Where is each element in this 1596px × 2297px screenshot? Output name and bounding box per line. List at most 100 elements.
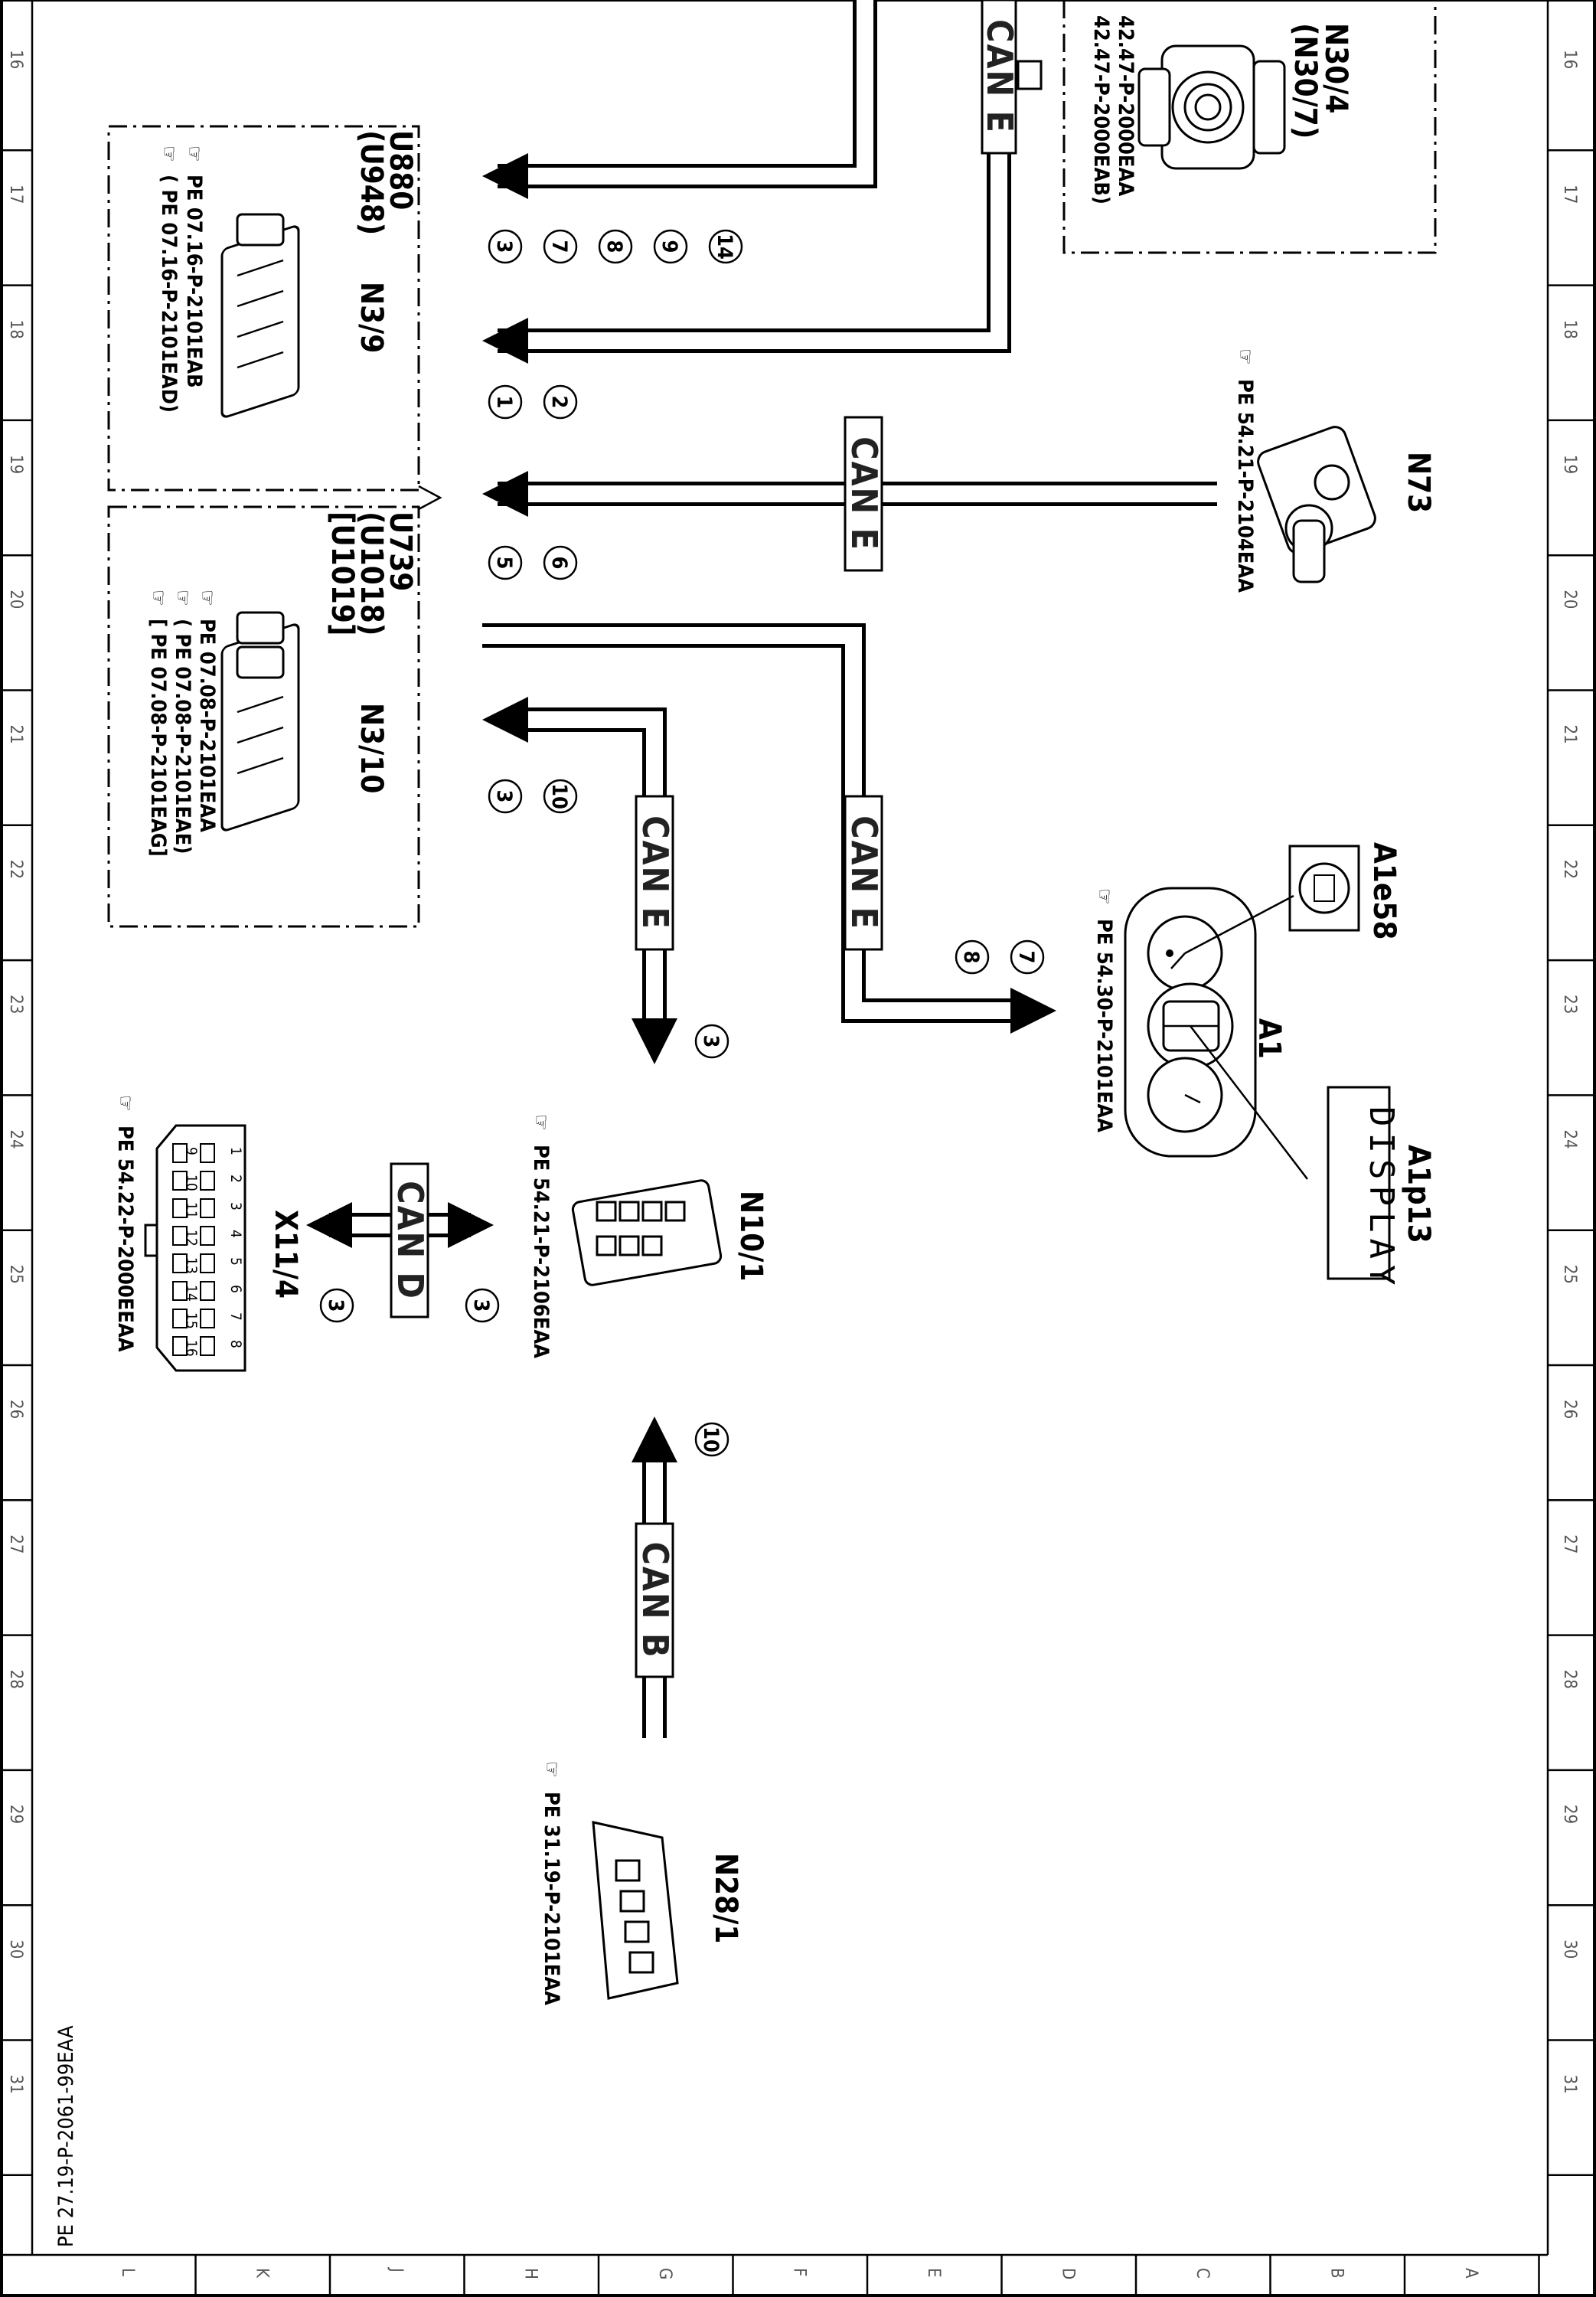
signal-6: 6 <box>547 557 571 570</box>
n3-9-ref1: PE 07.16-P-2101EAB <box>182 175 206 388</box>
diag-pin-box-14 <box>172 1281 188 1301</box>
n3-10-ref2: ( PE 07.08-P-2101EAE) <box>171 619 194 854</box>
grid-number-21: 21 <box>6 725 25 744</box>
a1-pointer-icon: ☞ <box>1092 888 1116 905</box>
signal-10: 10 <box>547 783 571 809</box>
a1-designator: A1 <box>1252 1018 1287 1059</box>
component-n10-1: N10/1 ☞ PE 54.21-P-2106EAA <box>529 1114 769 1358</box>
diag-pin-10: 10 <box>183 1175 200 1191</box>
a1e58-designator: A1e58 <box>1366 842 1402 939</box>
diag-pin-6: 6 <box>227 1285 244 1293</box>
u948-label: (U948) <box>354 130 389 235</box>
diag-pin-3: 3 <box>227 1202 244 1211</box>
diag-pin-box-12 <box>172 1226 188 1246</box>
can-e-label-1: CAN E <box>979 19 1020 134</box>
diag-pin-box-4 <box>200 1226 215 1246</box>
grid-number-18: 18 <box>1560 320 1579 339</box>
grid-number-27: 27 <box>6 1534 25 1554</box>
grid-number-31: 31 <box>1560 2075 1579 2094</box>
signal-2: 2 <box>547 396 571 409</box>
grid-letter-E: E <box>924 2268 943 2278</box>
diag-pin-2: 2 <box>227 1175 244 1183</box>
u739-label: U739 <box>383 511 418 591</box>
arrowheads <box>306 153 1056 1462</box>
diag-pin-16: 16 <box>183 1340 200 1357</box>
diag-pin-1: 1 <box>227 1147 244 1155</box>
diag-pin-8: 8 <box>227 1340 244 1348</box>
diag-pin-box-7 <box>200 1309 215 1328</box>
grid-letter-F: F <box>789 2268 808 2276</box>
diag-pin-9: 9 <box>183 1147 200 1155</box>
grid-number-27: 27 <box>1560 1534 1579 1554</box>
n30-4-ref2: 42.47-P-2000EAB) <box>1089 15 1113 204</box>
x11-4-pointer-icon: ☞ <box>113 1095 137 1112</box>
can-e-label-2: CAN E <box>844 436 885 551</box>
grid-letter-K: K <box>252 2268 271 2279</box>
signal-7b: 7 <box>1014 951 1038 964</box>
diag-pin-box-8 <box>200 1336 215 1356</box>
diag-pin-box-15 <box>172 1309 188 1328</box>
grid-number-20: 20 <box>6 590 25 609</box>
n73-ref: PE 54.21-P-2104EAA <box>1233 379 1257 593</box>
n30-4-alt: (N30/7) <box>1288 23 1323 139</box>
x11-4-designator: X11/4 <box>268 1210 303 1299</box>
n3-10-ref3: [ PE 07.08-P-2101EAG] <box>146 619 170 857</box>
grid-number-25: 25 <box>6 1265 25 1284</box>
signal-3c: 3 <box>699 1035 723 1048</box>
diag-pin-15: 15 <box>183 1312 200 1329</box>
diag-pin-box-6 <box>200 1281 215 1301</box>
bus-lines <box>329 0 1217 1738</box>
grid-number-31: 31 <box>6 2075 25 2094</box>
signal-10b: 10 <box>699 1426 723 1452</box>
diag-pin-box-3 <box>200 1198 215 1218</box>
signal-1: 1 <box>492 396 516 409</box>
signal-9: 9 <box>658 240 681 253</box>
grid-letter-A: A <box>1461 2268 1480 2279</box>
grid-number-24: 24 <box>6 1129 25 1148</box>
signal-3d: 3 <box>324 1299 348 1312</box>
diag-pin-box-9 <box>172 1143 188 1163</box>
bus-labels: CAN E CAN E CAN E CAN E CAN D CAN B <box>390 0 1020 1678</box>
grid-letter-D: D <box>1058 2268 1077 2279</box>
grid-number-26: 26 <box>1560 1400 1579 1419</box>
grid-number-19: 19 <box>1560 455 1579 474</box>
signal-3e: 3 <box>469 1299 493 1312</box>
a1p13-display-text: DISPLAY <box>1362 1106 1401 1291</box>
svg-text:☞: ☞ <box>182 145 206 162</box>
document-code: PE 27.19-P-2061-99EAA <box>54 2025 78 2247</box>
n10-1-pointer-icon: ☞ <box>529 1114 553 1131</box>
signal-markers: 3 7 8 9 14 1 2 5 6 3 10 8 7 3 3 3 10 <box>319 229 1045 1457</box>
grid-number-19: 19 <box>6 455 25 474</box>
grid-letter-H: H <box>521 2268 540 2279</box>
grid-letter-C: C <box>1193 2268 1212 2279</box>
grid-number-16: 16 <box>1560 50 1579 69</box>
grid-number-22: 22 <box>6 860 25 879</box>
svg-text:☞: ☞ <box>146 590 170 606</box>
component-n30-4: N30/4 (N30/7) 42.47-P-2000EAA 42.47-P-20… <box>1062 0 1437 254</box>
n73-designator: N73 <box>1401 452 1436 513</box>
n28-1-ref: PE 31.19-P-2101EAA <box>540 1792 563 2005</box>
grid-letter-L: L <box>118 2268 137 2276</box>
grid-number-24: 24 <box>1560 1129 1579 1148</box>
component-n3-10: U739 (U1018) [U1019] N3/10 PE 07.08-P-21… <box>107 485 442 928</box>
grid-number-28: 28 <box>1560 1670 1579 1689</box>
diag-pin-box-2 <box>200 1171 215 1191</box>
grid-number-30: 30 <box>6 1939 25 1959</box>
grid-number-22: 22 <box>1560 860 1579 879</box>
n28-1-pointer-icon: ☞ <box>540 1761 563 1778</box>
diag-pin-12: 12 <box>183 1230 200 1247</box>
svg-text:☞: ☞ <box>171 590 194 606</box>
can-d-label: CAN D <box>390 1181 431 1300</box>
signal-8: 8 <box>602 240 626 253</box>
grid-number-16: 16 <box>6 50 25 69</box>
can-b-label: CAN B <box>635 1542 676 1659</box>
grid-number-28: 28 <box>6 1670 25 1689</box>
u1018-label: (U1018) <box>354 511 389 636</box>
diag-pin-box-1 <box>200 1143 215 1163</box>
grid-number-21: 21 <box>1560 725 1579 744</box>
can-e-label-4: CAN E <box>635 815 676 930</box>
grid-letter-G: G <box>655 2268 674 2279</box>
